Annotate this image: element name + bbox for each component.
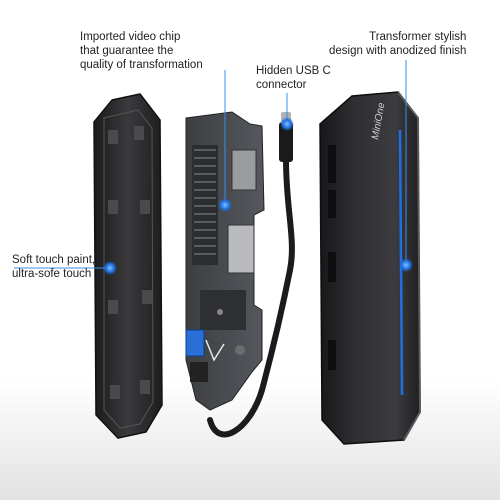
callout-connectors [14,60,407,269]
paint-line-1: Soft touch paint, [12,254,96,266]
video-chip-callout: Imported video chip that guarantee the q… [80,30,203,72]
usb-c-marker [280,117,294,131]
outer-housing: MiniOne [319,91,422,445]
video-chip-line-3: quality of transformation [80,59,203,71]
housing-callout: Transformer stylish design with anodized… [329,30,466,58]
circuit-board [185,111,265,411]
video-chip-line-2: that guarantee the [80,45,174,57]
usb-c-line-2: connector [256,79,307,91]
housing-line-1: Transformer stylish [369,31,467,43]
video-chip-line-1: Imported video chip [80,31,181,43]
usb-c-callout: Hidden USB C connector [256,64,331,92]
paint-callout: Soft touch paint, ultra-sofe touch [12,253,95,281]
paint-marker [103,261,117,275]
back-casing [93,93,163,439]
housing-line-2: design with anodized finish [329,45,467,57]
housing-marker [399,258,413,272]
video-chip-marker [218,198,232,212]
paint-line-2: ultra-sofe touch [12,268,92,280]
usb-c-line-1: Hidden USB C [256,65,331,77]
